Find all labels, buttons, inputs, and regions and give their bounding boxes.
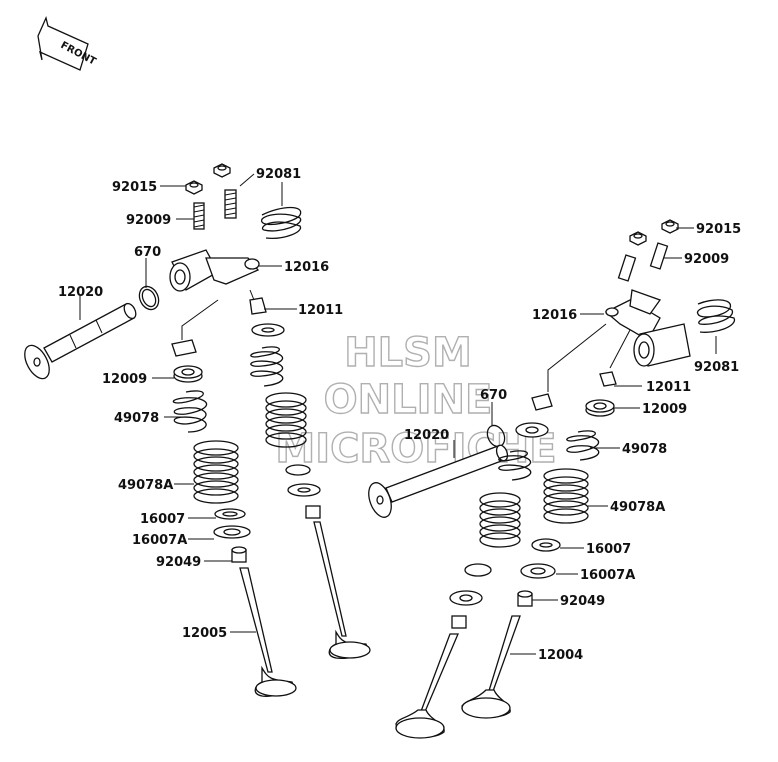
valve-12004 bbox=[461, 615, 521, 719]
label-49078-right: 49078 bbox=[622, 442, 667, 457]
label-92015-right: 92015 bbox=[696, 222, 741, 237]
label-49078A-right: 49078A bbox=[610, 500, 665, 515]
label-92015-left: 92015 bbox=[112, 180, 157, 195]
label-92081-left: 92081 bbox=[256, 167, 301, 182]
watermark-line-1: HLSM bbox=[344, 330, 472, 376]
valve-right-middle bbox=[395, 633, 459, 739]
tip-right bbox=[531, 393, 553, 411]
label-670-right: 670 bbox=[480, 388, 507, 403]
watermark-line-2: ONLINE bbox=[324, 377, 493, 423]
front-arrow-icon: FRONT bbox=[37, 16, 98, 71]
label-670-left: 670 bbox=[134, 245, 161, 260]
retainer-12009-right bbox=[585, 399, 615, 417]
label-12009-left: 12009 bbox=[102, 372, 147, 387]
screw-92009-right bbox=[649, 242, 669, 270]
nut-upper-right bbox=[629, 231, 647, 246]
spring-column-right-middle bbox=[449, 422, 549, 629]
label-92049-right: 92049 bbox=[560, 594, 605, 609]
spring-column-left-middle bbox=[250, 323, 321, 519]
label-92009-right: 92009 bbox=[684, 252, 729, 267]
label-12016-left: 12016 bbox=[284, 260, 329, 275]
leader-lines bbox=[79, 173, 717, 655]
label-12011-right: 12011 bbox=[646, 380, 691, 395]
o-ring-670-left bbox=[138, 285, 160, 311]
rocker-arm-12016-right bbox=[604, 289, 691, 367]
spring-92081-left bbox=[261, 206, 302, 239]
label-12011-left: 12011 bbox=[298, 303, 343, 318]
nut-92015-right bbox=[661, 219, 679, 234]
valve-left-middle bbox=[313, 521, 371, 660]
label-16007A-right: 16007A bbox=[580, 568, 635, 583]
label-12005: 12005 bbox=[182, 626, 227, 641]
label-92009-left: 92009 bbox=[126, 213, 171, 228]
seal-92049-right bbox=[517, 590, 533, 607]
spring-49078-right bbox=[566, 430, 600, 461]
label-16007A-left: 16007A bbox=[132, 533, 187, 548]
spring-49078A-right bbox=[543, 468, 589, 524]
label-49078A-left: 49078A bbox=[118, 478, 173, 493]
seal-92049-left bbox=[231, 546, 247, 563]
label-49078-left: 49078 bbox=[114, 411, 159, 426]
label-16007-right: 16007 bbox=[586, 542, 631, 557]
spring-49078A-left bbox=[193, 440, 239, 504]
left-assembly bbox=[24, 163, 371, 697]
right-assembly bbox=[368, 219, 735, 739]
retainer-12009-left bbox=[173, 365, 203, 383]
label-16007-left: 16007 bbox=[140, 512, 185, 527]
part-labels: 92015 92081 92009 670 12016 12020 12011 … bbox=[58, 167, 741, 663]
collet-12011-left bbox=[249, 297, 267, 315]
spring-92081-right bbox=[697, 299, 735, 333]
rocker-arm-12016-left bbox=[169, 249, 260, 292]
label-12004: 12004 bbox=[538, 648, 583, 663]
valve-12005 bbox=[239, 567, 297, 697]
screw-92009-left bbox=[193, 202, 205, 230]
spring-49078-left bbox=[172, 390, 208, 433]
tip-left bbox=[171, 339, 197, 357]
rocker-shaft-12020-left bbox=[24, 302, 137, 380]
screw-upper-right bbox=[617, 254, 637, 282]
nut-upper-left bbox=[213, 163, 231, 178]
label-92049-left: 92049 bbox=[156, 555, 201, 570]
nut-92015-left bbox=[185, 180, 203, 195]
label-12016-right: 12016 bbox=[532, 308, 577, 323]
label-12020-left: 12020 bbox=[58, 285, 103, 300]
screw-upper-left bbox=[224, 189, 237, 219]
label-12020-right: 12020 bbox=[404, 428, 449, 443]
collet-12011-right bbox=[599, 371, 617, 387]
label-92081-right: 92081 bbox=[694, 360, 739, 375]
label-12009-right: 12009 bbox=[642, 402, 687, 417]
